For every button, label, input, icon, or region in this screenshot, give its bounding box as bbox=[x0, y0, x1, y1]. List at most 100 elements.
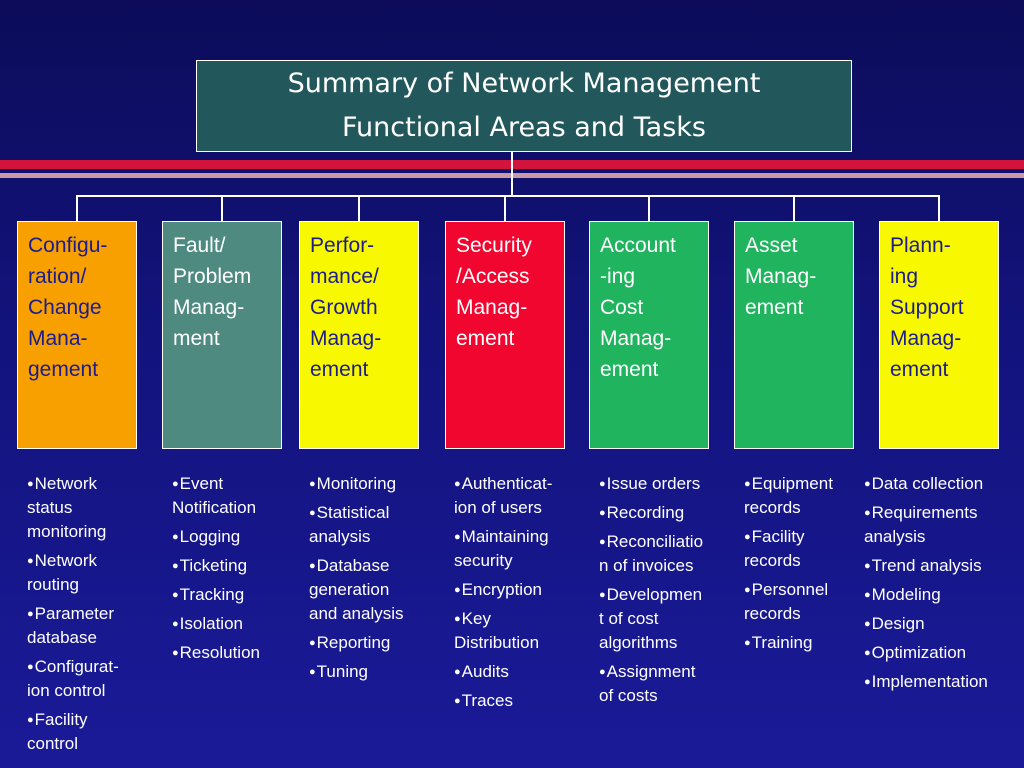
category-label-line: gement bbox=[28, 358, 99, 381]
task-line: status bbox=[27, 496, 157, 520]
task-text: monitoring bbox=[27, 522, 107, 541]
bullet-icon: ● bbox=[309, 507, 316, 519]
connector-drop-performance bbox=[358, 195, 360, 222]
bullet-icon: ● bbox=[864, 589, 871, 601]
task-text: generation bbox=[309, 580, 390, 599]
task-line: ●Tracking bbox=[172, 583, 302, 607]
task-text: Reconciliatio bbox=[606, 532, 704, 551]
connector-drop-fault bbox=[221, 195, 223, 222]
task-item: ●Training bbox=[744, 631, 864, 655]
bullet-icon: ● bbox=[454, 666, 461, 678]
task-text: and analysis bbox=[309, 604, 404, 623]
bullet-icon: ● bbox=[454, 584, 461, 596]
task-text: Equipment bbox=[751, 474, 833, 493]
bullet-icon: ● bbox=[599, 507, 606, 519]
task-text: Requirements bbox=[871, 503, 978, 522]
task-text: Distribution bbox=[454, 633, 540, 652]
task-line: security bbox=[454, 549, 594, 573]
category-label-line: Manag- bbox=[745, 265, 817, 288]
title-line-1: Summary of Network Management bbox=[287, 68, 761, 99]
category-label-line: mance/ bbox=[310, 265, 379, 288]
task-text: Authenticat- bbox=[461, 474, 553, 493]
task-text: Logging bbox=[179, 527, 241, 546]
task-item: ●Implementation bbox=[864, 670, 1019, 694]
task-line: ●Equipment bbox=[744, 472, 864, 496]
task-line: analysis bbox=[864, 525, 1019, 549]
task-text: Recording bbox=[606, 503, 685, 522]
bullet-icon: ● bbox=[309, 666, 316, 678]
task-text: Facility bbox=[34, 710, 88, 729]
task-item: ●Encryption bbox=[454, 578, 594, 602]
task-text: Tracking bbox=[179, 585, 245, 604]
category-label-line: Manag- bbox=[173, 296, 245, 319]
task-text: Audits bbox=[461, 662, 509, 681]
task-item: ●Ticketing bbox=[172, 554, 302, 578]
bullet-icon: ● bbox=[864, 560, 871, 572]
connector-drop-security bbox=[504, 195, 506, 222]
task-line: ●Training bbox=[744, 631, 864, 655]
task-text: n of invoices bbox=[599, 556, 694, 575]
task-text: Modeling bbox=[871, 585, 941, 604]
bullet-icon: ● bbox=[172, 560, 179, 572]
task-text: analysis bbox=[864, 527, 926, 546]
task-text: Key bbox=[461, 609, 491, 628]
task-item: ●Trend analysis bbox=[864, 554, 1019, 578]
task-line: ●Trend analysis bbox=[864, 554, 1019, 578]
bullet-icon: ● bbox=[172, 589, 179, 601]
task-text: Developmen bbox=[606, 585, 703, 604]
bullet-icon: ● bbox=[744, 584, 751, 596]
bullet-icon: ● bbox=[744, 637, 751, 649]
category-label-line: Account bbox=[600, 234, 676, 257]
task-line: ●Ticketing bbox=[172, 554, 302, 578]
task-item: ●Audits bbox=[454, 660, 594, 684]
connector-trunk bbox=[511, 152, 513, 196]
task-text: records bbox=[744, 604, 801, 623]
bullet-icon: ● bbox=[172, 647, 179, 659]
task-line: analysis bbox=[309, 525, 449, 549]
bullet-icon: ● bbox=[27, 555, 34, 567]
task-line: ●Developmen bbox=[599, 583, 739, 607]
task-line: ●Resolution bbox=[172, 641, 302, 665]
category-label-line: ement bbox=[456, 327, 515, 350]
task-line: ●Logging bbox=[172, 525, 302, 549]
task-line: ●Monitoring bbox=[309, 472, 449, 496]
task-line: records bbox=[744, 549, 864, 573]
task-line: ●Facility bbox=[744, 525, 864, 549]
task-text: Parameter bbox=[34, 604, 115, 623]
task-text: ion control bbox=[27, 681, 106, 700]
task-item: ●Optimization bbox=[864, 641, 1019, 665]
task-item: ●Personnel records bbox=[744, 578, 864, 626]
task-line: ●Personnel bbox=[744, 578, 864, 602]
category-label-line: Manag- bbox=[600, 327, 672, 350]
task-line: ●Issue orders bbox=[599, 472, 739, 496]
task-item: ●Authenticat-ion of users bbox=[454, 472, 594, 520]
category-label-line: ement bbox=[600, 358, 659, 381]
task-text: Assignment bbox=[606, 662, 696, 681]
bullet-icon: ● bbox=[864, 478, 871, 490]
task-line: t of cost bbox=[599, 607, 739, 631]
task-item: ●Issue orders bbox=[599, 472, 739, 496]
task-line: routing bbox=[27, 573, 157, 597]
task-line: ●Maintaining bbox=[454, 525, 594, 549]
category-label-line: -ing bbox=[600, 265, 636, 288]
task-item: ●Modeling bbox=[864, 583, 1019, 607]
title-line-2: Functional Areas and Tasks bbox=[342, 112, 706, 143]
bullet-icon: ● bbox=[27, 478, 34, 490]
task-text: Facility bbox=[751, 527, 805, 546]
task-text: t of cost bbox=[599, 609, 659, 628]
task-line: ●Network bbox=[27, 472, 157, 496]
task-text: Trend analysis bbox=[871, 556, 982, 575]
task-text: Statistical bbox=[316, 503, 390, 522]
task-text: Monitoring bbox=[316, 474, 397, 493]
task-item: ●Data collection bbox=[864, 472, 1019, 496]
